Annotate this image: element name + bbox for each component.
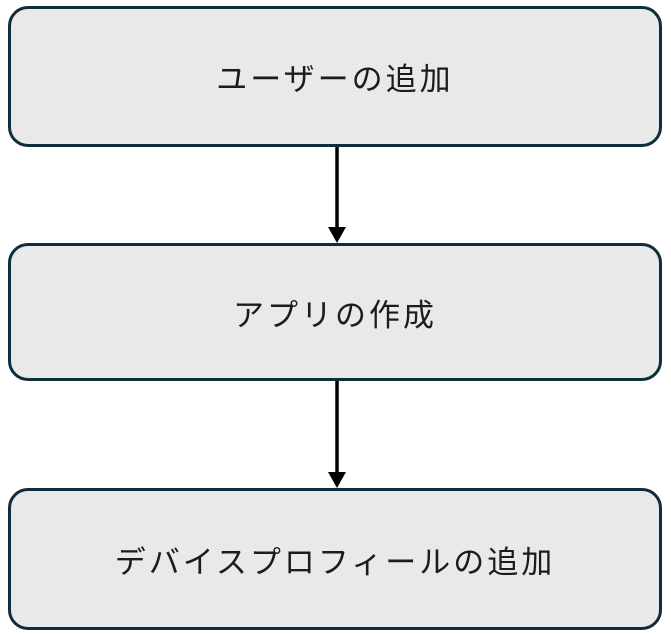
flow-node-label: デバイスプロフィールの追加 xyxy=(114,544,556,580)
flow-node-add-device-profile: デバイスプロフィールの追加 xyxy=(8,488,662,630)
flow-node-label: ユーザーの追加 xyxy=(216,62,454,97)
flow-node-label: アプリの作成 xyxy=(233,297,437,333)
arrow-down-icon xyxy=(328,381,346,488)
arrow-down-icon xyxy=(328,147,346,243)
flow-node-add-user: ユーザーの追加 xyxy=(8,6,662,147)
flow-node-create-app: アプリの作成 xyxy=(8,243,662,381)
